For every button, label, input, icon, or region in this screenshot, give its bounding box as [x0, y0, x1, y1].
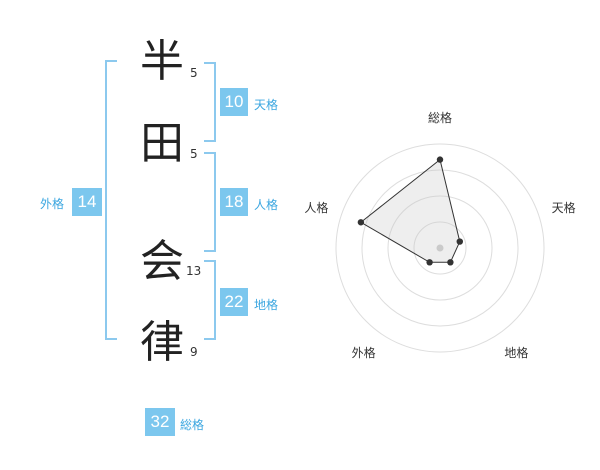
- radar-point-3: [447, 259, 454, 266]
- radar-point-4: [426, 259, 433, 266]
- radar-axis-label-2: 天格: [552, 200, 576, 215]
- radar-ring-4: [335, 143, 545, 353]
- tenkaku-label: 天格: [254, 98, 279, 112]
- jinkaku-bracket: [204, 152, 216, 252]
- stroke-count-4: 9: [190, 345, 198, 359]
- jinkaku-label: 人格: [254, 198, 279, 212]
- name-char-4: 律: [140, 317, 184, 368]
- radar-axis-label-5: 人格: [304, 200, 328, 215]
- chikaku-value: 22: [220, 288, 248, 316]
- radar-axis-label-4: 外格: [352, 345, 376, 360]
- radar-ring-1: [413, 221, 467, 275]
- chikaku-label: 地格: [254, 298, 279, 312]
- tenkaku-bracket: [204, 62, 216, 142]
- soukaku-label: 総格: [180, 418, 205, 432]
- radar-axis-label-3: 地格: [504, 345, 528, 360]
- jinkaku-value: 18: [220, 188, 248, 216]
- name-char-1: 半: [140, 36, 184, 87]
- radar-ring-3: [361, 169, 519, 327]
- name-char-3: 会: [140, 236, 184, 287]
- radar-axis-label-1: 総格: [428, 110, 452, 125]
- gaikaku-bracket: [105, 60, 117, 340]
- tenkaku-value: 10: [220, 88, 248, 116]
- radar-point-1: [436, 156, 444, 163]
- radar-polygon: [359, 158, 461, 263]
- stroke-count-3: 13: [186, 264, 202, 278]
- name-char-2: 田: [140, 118, 184, 169]
- soukaku-value: 32: [145, 408, 175, 436]
- gaikaku-value: 14: [72, 188, 102, 216]
- gaikaku-label: 外格: [40, 197, 65, 211]
- chikaku-bracket: [204, 260, 216, 340]
- radar-point-2: [456, 238, 463, 245]
- radar-center-dot: [436, 244, 444, 252]
- stroke-count-1: 5: [190, 66, 198, 80]
- stroke-count-2: 5: [190, 147, 198, 161]
- radar-ring-2: [387, 195, 493, 301]
- radar-point-5: [357, 219, 365, 226]
